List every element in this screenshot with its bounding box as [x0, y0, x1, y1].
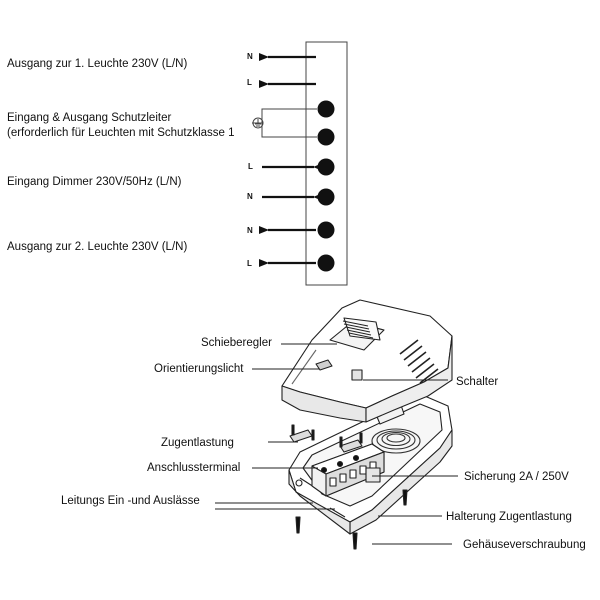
input-label: Eingang Dimmer 230V/50Hz (L/N) [7, 176, 182, 188]
pin-label: L [248, 162, 253, 171]
slider-label: Schieberegler [201, 337, 272, 349]
terminal-hole [317, 188, 335, 206]
terminal-hole [317, 100, 335, 118]
fuse-label: Sicherung 2A / 250V [464, 471, 569, 483]
terminal-hole [317, 158, 335, 176]
ground-label-line1: Eingang & Ausgang Schutzleiter [7, 112, 172, 124]
pin-label: L [247, 259, 252, 268]
base-housing [288, 393, 453, 535]
strain-relief-label: Zugentlastung [161, 437, 234, 449]
housing-screws [295, 489, 408, 550]
pin-label: N [247, 52, 253, 61]
ground-symbol-icon [252, 117, 264, 129]
connection-terminal [311, 443, 385, 497]
terminal-block [305, 41, 348, 286]
ground-wire [261, 108, 317, 138]
strain-relief-holder-label: Halterung Zugentlastung [446, 511, 572, 523]
pin-label: N [247, 226, 253, 235]
strain-relief-clamp [289, 429, 363, 453]
terminal-hole [317, 254, 335, 272]
orientation-light-label: Orientierungslicht [154, 363, 244, 375]
output-2-label: Ausgang zur 2. Leuchte 230V (L/N) [7, 241, 188, 253]
housing-screw-label: Gehäuseverschraubung [463, 539, 586, 551]
fuse-coil [371, 428, 421, 454]
ground-label-line2: (erforderlich für Leuchten mit Schutzkla… [7, 127, 235, 139]
wiring-diagram [252, 41, 348, 286]
output-1-label: Ausgang zur 1. Leuchte 230V (L/N) [7, 58, 188, 70]
fuse-holder [365, 467, 381, 483]
cable-ports-label: Leitungs Ein -und Auslässe [61, 495, 200, 507]
top-cover [281, 299, 453, 423]
terminal-hole [317, 128, 335, 146]
terminal-label: Anschlussterminal [147, 462, 241, 474]
pin-label: N [247, 192, 253, 201]
terminal-hole [317, 221, 335, 239]
clamp-screws [291, 424, 363, 448]
switch-label: Schalter [456, 376, 499, 388]
pin-label: L [247, 78, 252, 87]
